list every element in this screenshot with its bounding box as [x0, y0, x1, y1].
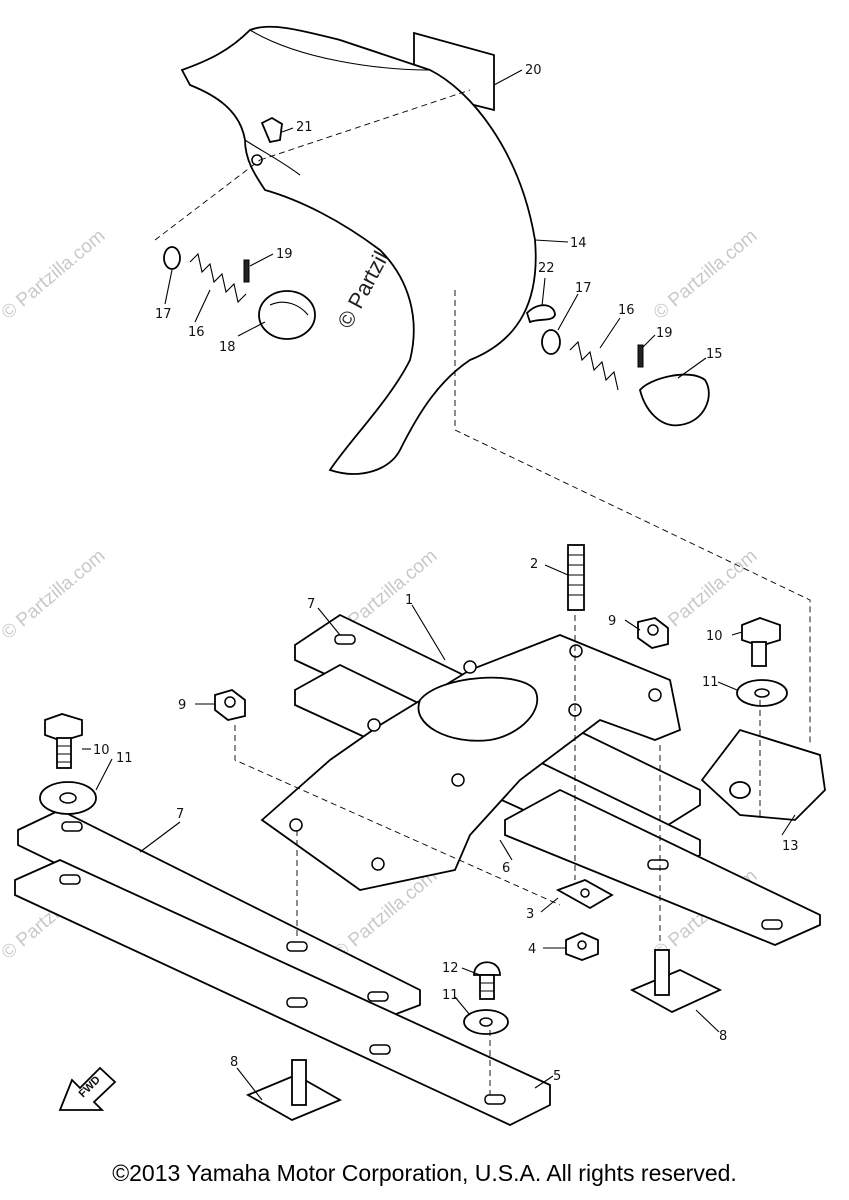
- callout-20: 20: [525, 63, 542, 78]
- callout-leaders: [82, 69, 796, 1101]
- watermark-3: © Partzilla.com: [0, 545, 109, 643]
- callouts: 20 21 14 19 17 16 18 22 17 16 19 15 2 7 …: [93, 63, 799, 1084]
- stud-plate-8-left: [245, 1059, 343, 1122]
- callout-11-right: 11: [702, 675, 719, 690]
- callout-9-right: 9: [608, 614, 616, 629]
- callout-7-top: 7: [307, 597, 315, 612]
- spring-16-left: [189, 252, 247, 304]
- callout-4: 4: [528, 942, 536, 957]
- stud-plate-8-right: [629, 949, 723, 1014]
- callout-10-right: 10: [706, 629, 723, 644]
- callout-5: 5: [553, 1069, 561, 1084]
- callout-18: 18: [219, 340, 236, 355]
- pin-19-right: [637, 344, 644, 368]
- bolt-12: [473, 961, 501, 1000]
- bolt-10-right: [741, 617, 781, 667]
- callout-7-left: 7: [176, 807, 184, 822]
- retainer-22: [525, 304, 556, 324]
- hood-assembly: [154, 25, 811, 745]
- bracket-1: [260, 634, 682, 891]
- callout-6: 6: [502, 861, 510, 876]
- forward-arrow-icon: FWD: [58, 1066, 117, 1111]
- spring-16-right: [569, 340, 619, 391]
- callout-10-left: 10: [93, 743, 110, 758]
- copyright-notice: ©2013 Yamaha Motor Corporation, U.S.A. A…: [112, 1160, 737, 1186]
- callout-1: 1: [405, 593, 413, 608]
- callout-13: 13: [782, 839, 799, 854]
- callout-21: 21: [296, 120, 313, 135]
- watermark-2: © Partzilla.com: [650, 225, 762, 323]
- callout-14: 14: [570, 236, 587, 251]
- bolt-10-left: [44, 713, 83, 769]
- mount-assembly: FWD: [14, 544, 826, 1126]
- callout-11-center: 11: [442, 988, 459, 1003]
- washer-17-left: [163, 246, 181, 270]
- callout-9-left: 9: [178, 698, 186, 713]
- callout-19-left: 19: [276, 247, 293, 262]
- knob-15: [639, 373, 710, 427]
- washer-17-right: [541, 329, 561, 355]
- stud-2: [567, 544, 585, 611]
- clip-21: [260, 116, 283, 144]
- callout-19-right: 19: [656, 326, 673, 341]
- callout-3: 3: [526, 907, 534, 922]
- callout-16-right: 16: [618, 303, 635, 318]
- callout-12: 12: [442, 961, 459, 976]
- callout-2: 2: [530, 557, 538, 572]
- callout-8-left: 8: [230, 1055, 238, 1070]
- callout-16-left: 16: [188, 325, 205, 340]
- callout-8-right: 8: [719, 1029, 727, 1044]
- callout-17-right: 17: [575, 281, 592, 296]
- bracket-13: [700, 728, 826, 821]
- callout-15: 15: [706, 347, 723, 362]
- rail-5: [14, 859, 551, 1126]
- pin-19-left: [243, 259, 250, 283]
- knob-18: [258, 290, 316, 340]
- callout-17-left: 17: [155, 307, 172, 322]
- callout-11-left: 11: [116, 751, 133, 766]
- callout-22: 22: [538, 261, 555, 276]
- watermark-1: © Partzilla.com: [0, 225, 109, 323]
